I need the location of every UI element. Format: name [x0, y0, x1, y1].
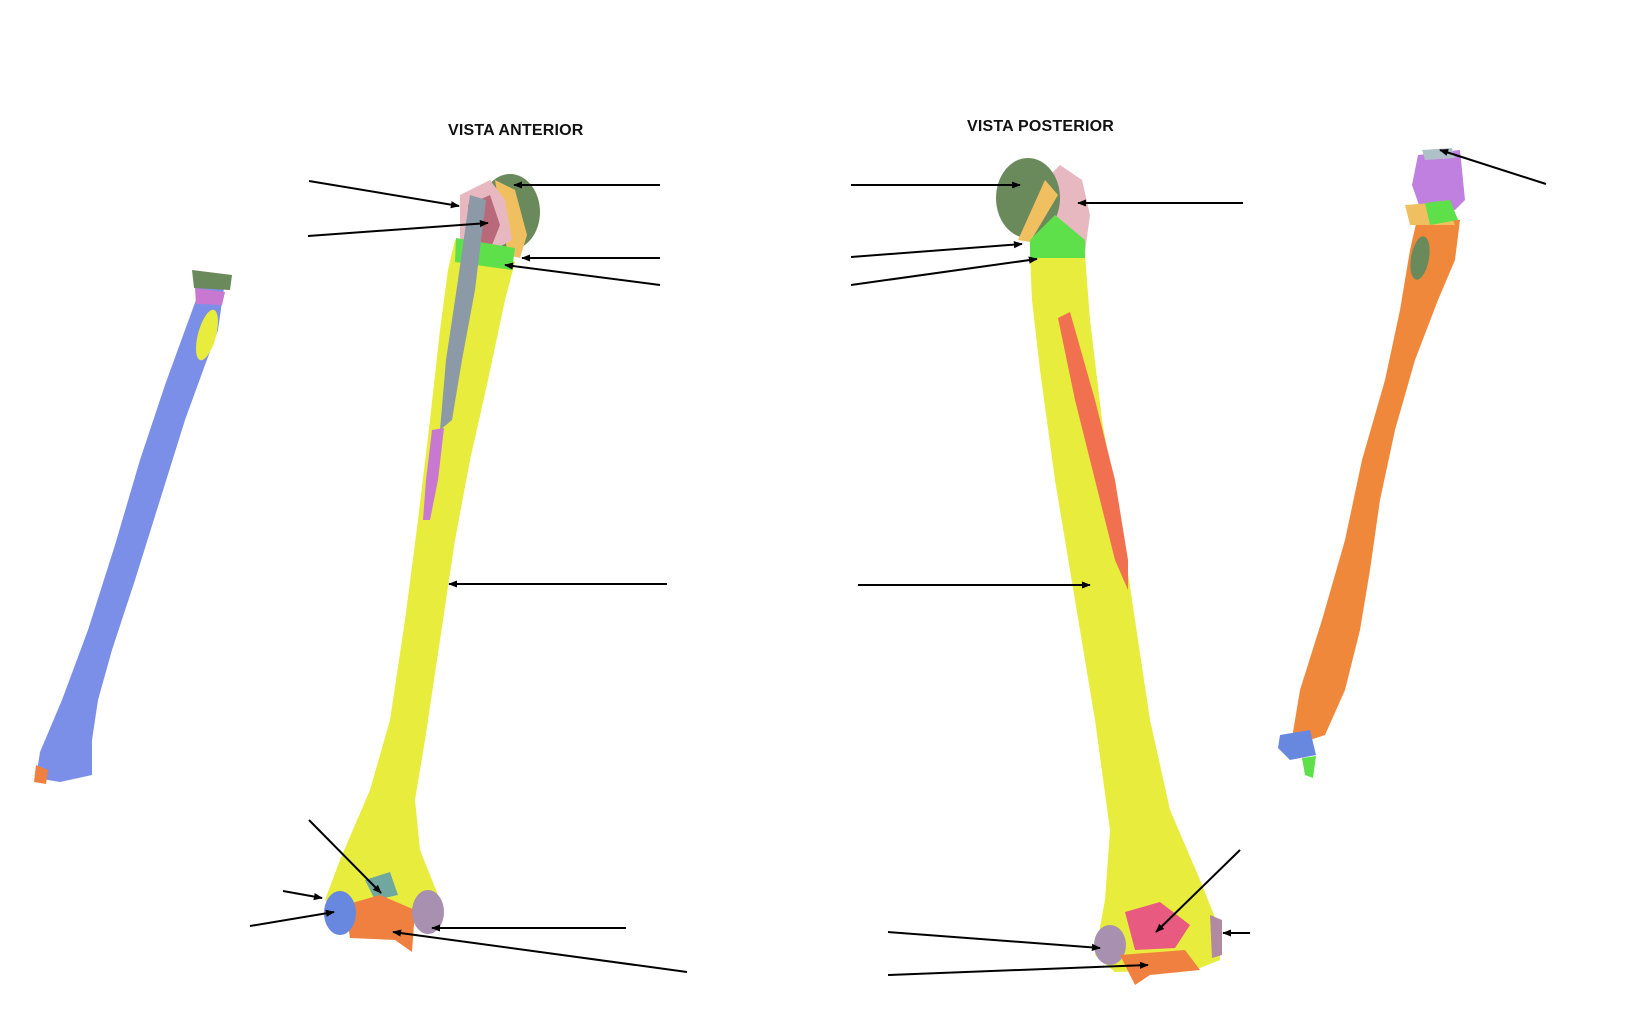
leader-line — [850, 241, 1023, 258]
leader-line — [887, 961, 1149, 976]
trochlea-posterior — [1120, 950, 1200, 985]
leader-lines — [249, 149, 1547, 976]
ulna-shaft — [1292, 215, 1460, 740]
leader-line — [249, 909, 335, 927]
leader-line — [887, 931, 1101, 951]
ulna-styloid — [1302, 756, 1316, 778]
leader-line — [1439, 149, 1547, 185]
intertubercular-groove — [440, 195, 486, 430]
title-vista-posterior: VISTA POSTERIOR — [967, 118, 1115, 135]
lateral-epicondyle-posterior — [1210, 915, 1222, 958]
leader-line — [392, 929, 688, 973]
medial-epicondyle-anterior — [412, 890, 444, 934]
humerus-anterior-shaft — [325, 240, 515, 915]
ulnar-tuberosity — [1410, 236, 1430, 280]
radial-groove — [1058, 312, 1128, 590]
humerus-posterior — [996, 158, 1222, 985]
capitulum-anterior — [324, 891, 356, 935]
radius-styloid — [34, 765, 48, 784]
deltoid-tuberosity-anterior — [423, 428, 444, 520]
leader-line — [1155, 849, 1241, 933]
leader-line — [282, 890, 323, 901]
radius-bone — [34, 270, 232, 784]
surgical-neck-posterior — [1030, 215, 1085, 258]
leader-line — [850, 256, 1038, 286]
leader-line — [308, 819, 382, 894]
ulna-head — [1278, 730, 1316, 760]
leader-line — [307, 219, 489, 237]
coronoid-process — [1425, 200, 1458, 225]
radius-head — [192, 270, 232, 290]
anatomical-neck-posterior — [1018, 180, 1058, 242]
humerus-anterior — [324, 174, 540, 952]
title-vista-anterior: VISTA ANTERIOR — [448, 122, 584, 139]
trochlea-anterior — [345, 895, 415, 952]
ulna-bone — [1278, 148, 1465, 778]
radius-shaft — [36, 285, 224, 782]
humerus-posterior-shaft — [1030, 255, 1220, 972]
leader-line — [504, 262, 661, 286]
olecranon — [1412, 150, 1465, 210]
medial-epicondyle-posterior — [1094, 925, 1126, 965]
radial-tuberosity — [196, 309, 218, 361]
leader-line — [308, 180, 460, 209]
radius-neck — [195, 288, 225, 305]
